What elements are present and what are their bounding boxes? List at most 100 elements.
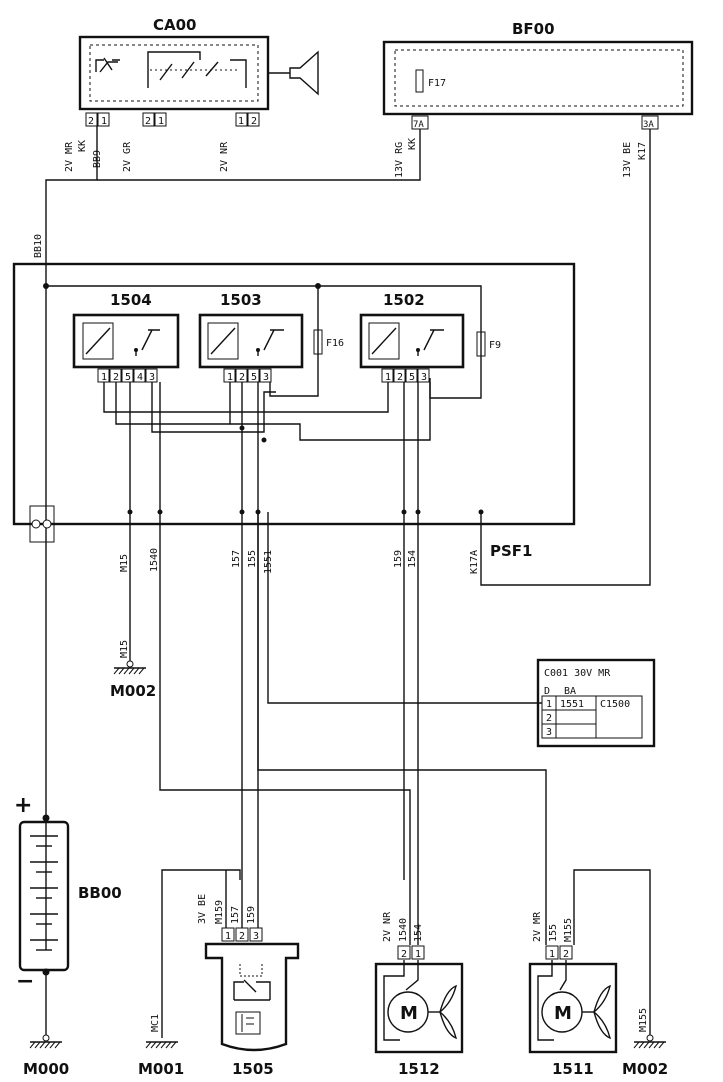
svg-text:1: 1 — [415, 949, 421, 960]
svg-text:M155: M155 — [563, 918, 574, 942]
svg-text:1: 1 — [101, 372, 107, 383]
svg-text:2V MR: 2V MR — [532, 911, 543, 942]
svg-text:5: 5 — [251, 372, 257, 383]
svg-text:1: 1 — [546, 699, 552, 710]
fuse-f16-label: F16 — [326, 338, 344, 349]
relay-1503: 1503 1 2 5 3 — [198, 291, 304, 383]
svg-text:3A: 3A — [643, 120, 654, 130]
wire-1540 — [159, 382, 411, 945]
svg-text:2: 2 — [251, 116, 257, 127]
svg-text:2V MR: 2V MR — [64, 141, 75, 172]
fuse-f16 — [313, 329, 323, 355]
svg-text:1: 1 — [158, 116, 164, 127]
svg-text:1: 1 — [385, 372, 391, 383]
component-ca00: CA00 2 1 2 1 1 2 — [78, 16, 319, 127]
battery-plus-icon: + — [14, 793, 32, 818]
motor-fan-icon — [537, 960, 612, 1041]
svg-text:154: 154 — [413, 924, 424, 942]
svg-text:157: 157 — [231, 550, 242, 568]
svg-text:154: 154 — [407, 550, 418, 568]
svg-text:3: 3 — [546, 727, 552, 738]
component-1505: 3V BE M159 157 159 1 2 3 1505 — [197, 870, 300, 1078]
component-bf00: BF00 F17 7A 3A — [382, 20, 694, 130]
ground-m000: M000 — [23, 970, 69, 1078]
svg-text:1551: 1551 — [263, 550, 274, 574]
svg-text:2: 2 — [113, 372, 119, 383]
svg-text:4: 4 — [137, 372, 143, 383]
svg-text:155: 155 — [548, 924, 559, 942]
top-wiring — [43, 126, 651, 950]
svg-text:KK: KK — [77, 140, 88, 152]
svg-text:M15: M15 — [119, 554, 130, 572]
svg-text:2: 2 — [546, 713, 552, 724]
ca00-pins-mid: 2 1 — [142, 112, 167, 127]
svg-text:1: 1 — [549, 949, 555, 960]
fuse-f9 — [476, 331, 486, 357]
c001-header: C001 30V MR — [544, 668, 611, 679]
svg-text:M002: M002 — [110, 682, 156, 700]
battery-cells-icon — [30, 835, 58, 951]
battery-minus-icon: − — [16, 969, 34, 994]
motor-fan-icon — [383, 960, 458, 1041]
svg-text:2V GR: 2V GR — [122, 141, 133, 172]
wire-k17 — [480, 129, 651, 586]
bf00-title: BF00 — [512, 20, 555, 38]
svg-text:3: 3 — [421, 372, 427, 383]
svg-text:M15: M15 — [119, 640, 130, 658]
psf1-int-c — [151, 382, 276, 433]
svg-text:159: 159 — [246, 906, 257, 924]
ca00-pins-left: 2 1 — [85, 112, 110, 127]
relay-1504: 1504 1 2 5 4 3 — [72, 291, 180, 383]
svg-text:3: 3 — [149, 372, 155, 383]
svg-text:M002: M002 — [622, 1060, 668, 1078]
psf1-connector-bottom — [29, 505, 55, 543]
psf1-int-a — [103, 382, 389, 413]
component-bb00: + − BB00 — [14, 793, 122, 994]
svg-text:2: 2 — [401, 949, 407, 960]
svg-text:5: 5 — [409, 372, 415, 383]
fuse-f17 — [415, 69, 424, 93]
c001-row: 3 — [546, 727, 552, 738]
svg-text:BA: BA — [564, 686, 576, 697]
svg-text:M000: M000 — [23, 1060, 69, 1078]
svg-text:1503: 1503 — [220, 291, 262, 309]
svg-text:2: 2 — [239, 931, 245, 942]
relay-1504-pins: 1 2 5 4 3 — [97, 368, 158, 383]
relay-1502: 1502 1 2 5 3 — [359, 291, 465, 383]
component-1512: 2V NR 1540 154 2 1 M 1512 — [374, 911, 464, 1078]
svg-text:M159: M159 — [214, 900, 225, 924]
ca00-switch-left — [95, 57, 120, 73]
svg-text:2V NR: 2V NR — [382, 911, 393, 942]
fuse-f17-label: F17 — [428, 78, 446, 89]
connector-c001: C001 30V MR D BA 1 1551 C1500 2 3 — [536, 658, 656, 748]
svg-text:K17A: K17A — [469, 550, 480, 574]
psf1-int-d — [230, 382, 431, 441]
bf00-inner — [394, 49, 684, 107]
svg-text:1: 1 — [227, 372, 233, 383]
svg-text:3: 3 — [253, 931, 259, 942]
svg-text:7A: 7A — [413, 120, 424, 130]
svg-text:3: 3 — [263, 372, 269, 383]
horn-icon — [268, 50, 319, 96]
fuse-f9-label: F9 — [489, 340, 501, 351]
ca00-box — [78, 35, 270, 111]
svg-text:1551: 1551 — [560, 699, 584, 710]
svg-text:1511: 1511 — [552, 1060, 594, 1078]
svg-text:1540: 1540 — [398, 918, 409, 942]
svg-text:D: D — [544, 686, 550, 697]
svg-text:157: 157 — [230, 906, 241, 924]
svg-text:M: M — [400, 1003, 418, 1024]
svg-text:K17: K17 — [637, 142, 648, 160]
ground-m001: MC1 M001 — [138, 869, 241, 1078]
ca00-switch-mid — [147, 51, 247, 88]
psf1-int-b — [115, 382, 231, 425]
svg-text:M: M — [554, 1003, 572, 1024]
svg-text:M001: M001 — [138, 1060, 184, 1078]
svg-text:KK: KK — [407, 138, 418, 150]
thermal-switch-icon — [233, 964, 271, 1035]
svg-text:1: 1 — [225, 931, 231, 942]
svg-text:MC1: MC1 — [150, 1014, 161, 1032]
component-1511: 2V MR 155 M155 1 2 M 1511 — [528, 911, 618, 1078]
c001-row: 1 1551 C1500 — [546, 699, 630, 710]
